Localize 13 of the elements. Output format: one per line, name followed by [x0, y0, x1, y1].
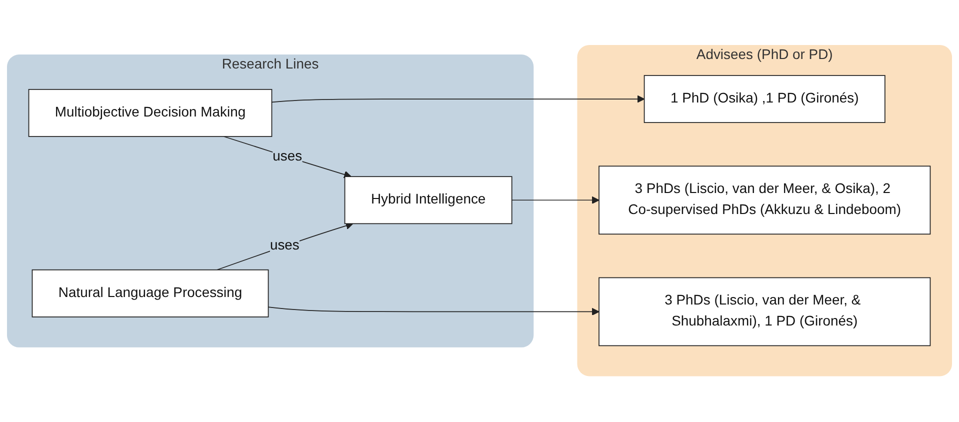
arrow [271, 96, 645, 104]
node-box: Natural Language Processing [32, 270, 269, 318]
node-box: Hybrid Intelligence [344, 176, 512, 224]
arrow [216, 222, 354, 271]
node-box: 3 PhDs (Liscio, van der Meer, & Osika), 2 Co-supervised PhDs (Akkuzu & Lindeboom) [598, 166, 931, 235]
arrow [511, 196, 600, 204]
arrow [268, 307, 600, 316]
edge-label: uses [270, 238, 300, 254]
node-box: 1 PhD (Osika) ,1 PD (Gironés) [644, 75, 886, 124]
node-box: 3 PhDs (Liscio, van der Meer, & Shubhalaxmi), 1 PD (Gironés) [598, 278, 931, 347]
node-box: Multiobjective Decision Making [28, 89, 272, 138]
arrow [223, 136, 352, 179]
edge-label: uses [272, 149, 302, 164]
